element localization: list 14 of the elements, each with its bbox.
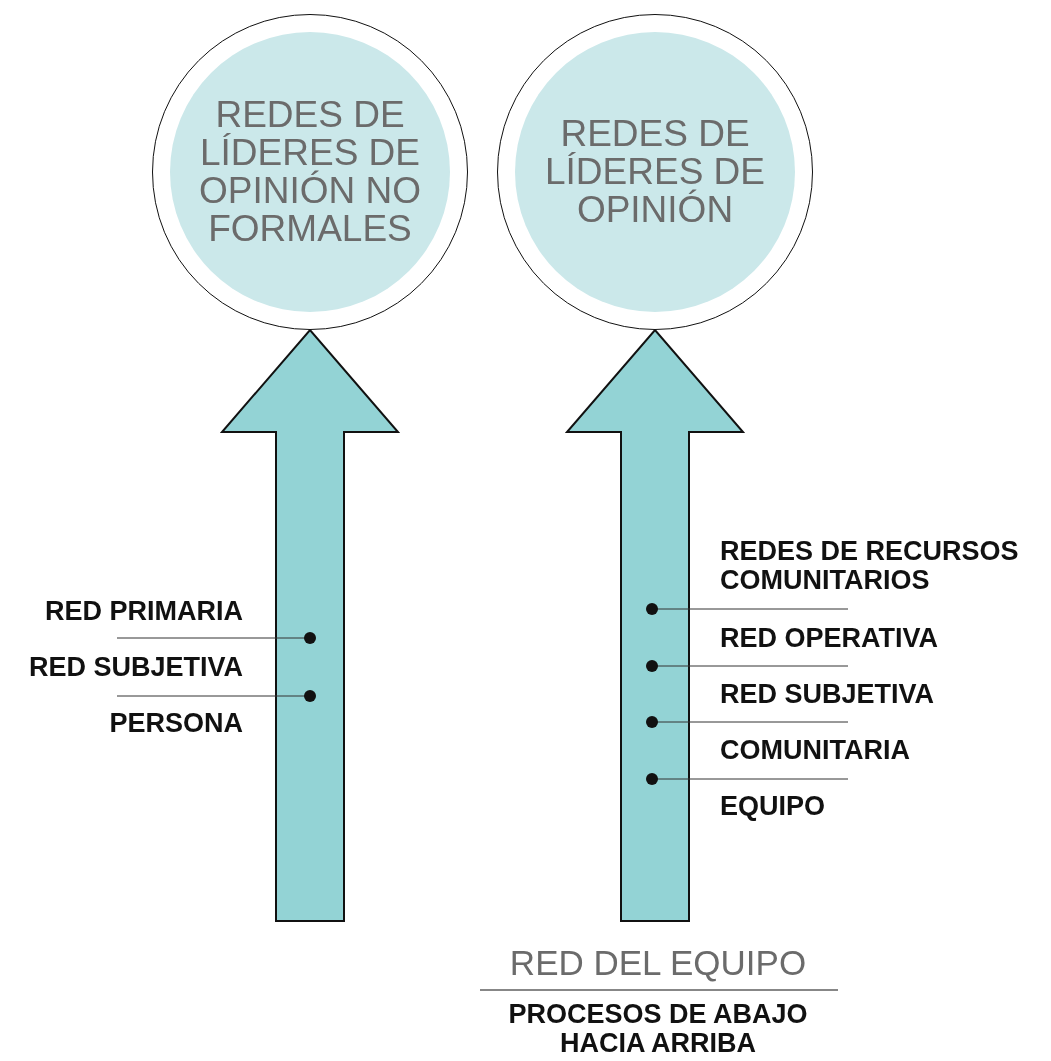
network-label: RED SUBJETIVA [720, 680, 936, 709]
up-arrow [219, 328, 401, 922]
network-label: REDES DE RECURSOS COMUNITARIOS [720, 537, 1020, 595]
node-text: REDES DE LÍDERES DE OPINIÓN NO FORMALES [198, 96, 422, 248]
network-label: PROCESOS DE ABAJO HACIA ARRIBA [507, 1000, 809, 1058]
network-label: RED SUBJETIVA [28, 653, 243, 682]
network-label: COMUNITARIA [720, 736, 911, 765]
network-label: EQUIPO [720, 792, 827, 821]
section-heading: RED DEL EQUIPO [508, 944, 808, 982]
network-label: RED PRIMARIA [45, 597, 243, 626]
network-label: RED OPERATIVA [720, 624, 940, 653]
up-arrow [564, 328, 746, 922]
network-label: PERSONA [109, 709, 243, 738]
node-text: REDES DE LÍDERES DE OPINIÓN [544, 115, 766, 229]
